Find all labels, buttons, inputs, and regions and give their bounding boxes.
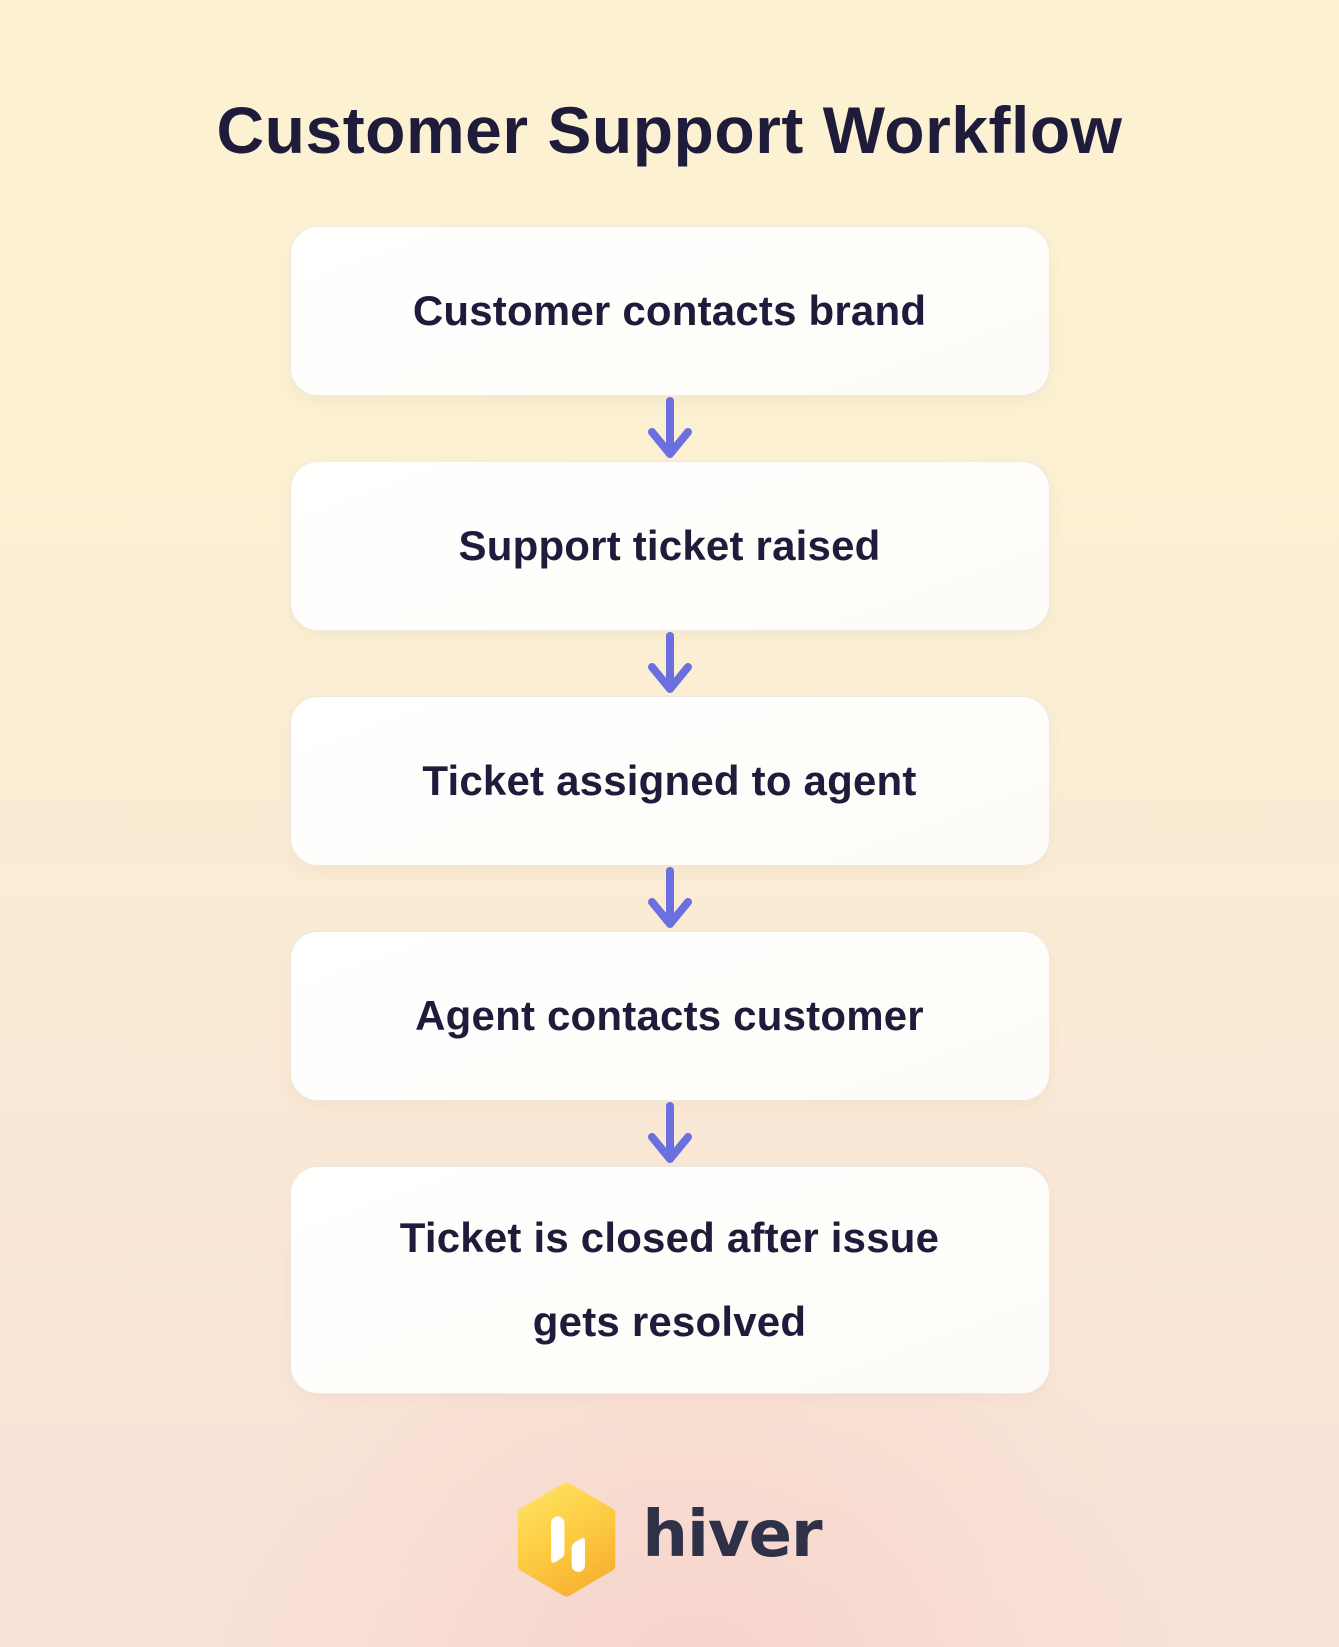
flow-connector	[647, 1101, 693, 1166]
page-title: Customer Support Workflow	[216, 93, 1123, 167]
flow-step-label: Support ticket raised	[458, 521, 881, 569]
down-arrow-icon	[647, 1102, 692, 1164]
flow-step-label: Customer contacts brand	[412, 286, 927, 334]
flow-step: Ticket is closed after issue gets resolv…	[289, 1165, 1050, 1394]
flow-connector	[647, 396, 693, 461]
flow-step: Ticket assigned to agent	[289, 695, 1050, 866]
down-arrow-icon	[647, 397, 692, 459]
flow-connector	[647, 631, 693, 696]
flow-step-label: Ticket is closed after issue gets resolv…	[399, 1213, 940, 1345]
flow-step-label: Agent contacts customer	[415, 991, 924, 1039]
down-arrow-icon	[647, 867, 692, 929]
flow-step-label: Ticket assigned to agent	[422, 756, 917, 804]
hiver-logo-text: hiver	[642, 1498, 822, 1573]
flow-step: Support ticket raised	[289, 460, 1050, 631]
hiver-logo: hiver	[0, 1482, 1339, 1597]
flow-step: Customer contacts brand	[289, 225, 1050, 396]
hiver-hexagon-icon	[517, 1482, 616, 1597]
flow-connector	[647, 866, 693, 931]
down-arrow-icon	[647, 632, 692, 694]
flowchart: Customer contacts brand Support ticket r…	[0, 225, 1339, 1394]
flow-step: Agent contacts customer	[289, 930, 1050, 1101]
